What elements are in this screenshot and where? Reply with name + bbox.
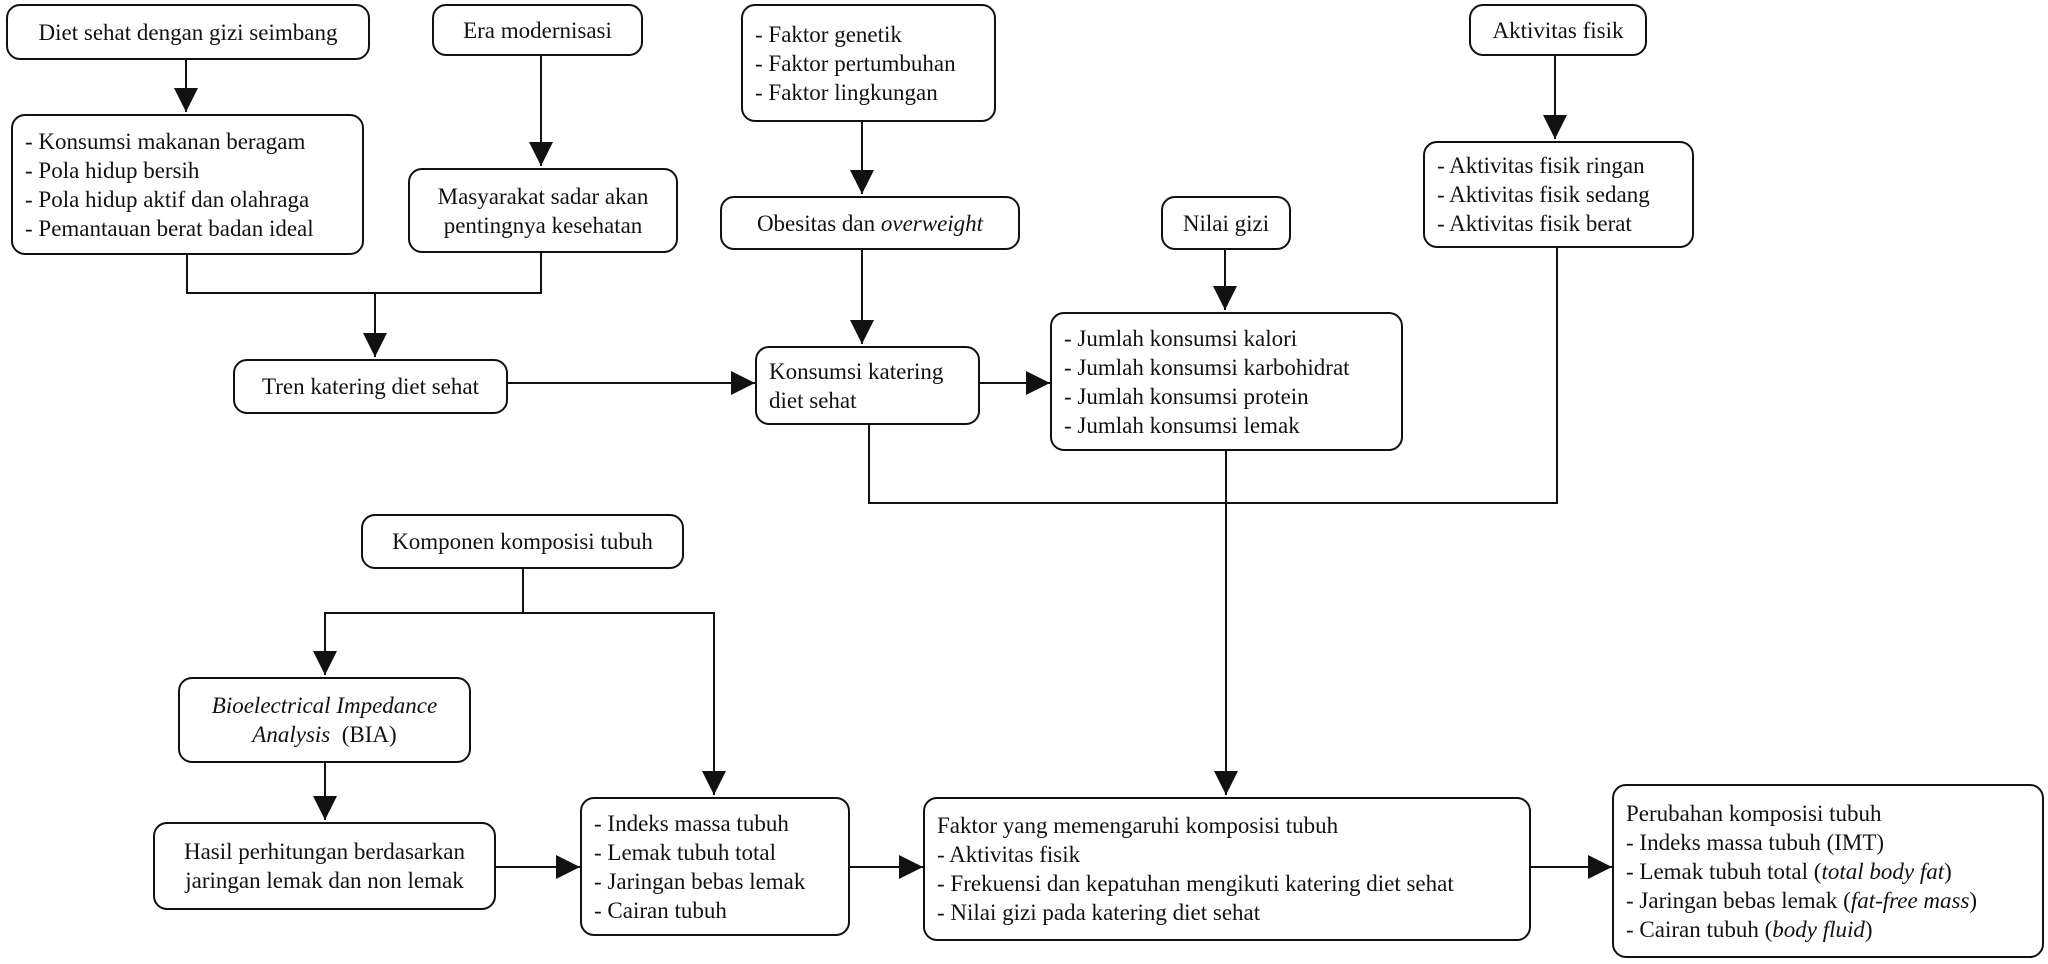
aktivitas-level-2: - Aktivitas fisik sedang: [1437, 182, 1650, 207]
nilai-gizi-label: Nilai gizi: [1182, 210, 1270, 236]
bia-line-1: Bioelectrical Impedance: [211, 693, 438, 718]
era-modernisasi-label: Era modernisasi: [463, 17, 612, 43]
box-aktivitas-fisik: Aktivitas fisik: [1469, 4, 1647, 56]
indeks-item-4: - Cairan tubuh: [594, 897, 727, 923]
hasil-line-1: Hasil perhitungan berdasarkan: [183, 839, 465, 864]
aktivitas-level-1: - Aktivitas fisik ringan: [1437, 153, 1645, 178]
jumlah-item-2: - Jumlah konsumsi karbohidrat: [1064, 354, 1350, 380]
box-nilai-gizi: Nilai gizi: [1161, 196, 1291, 250]
konsumsi-item-2: - Pola hidup bersih: [25, 157, 200, 183]
box-konsumsi-katering: Konsumsi katering diet sehat: [755, 346, 980, 425]
fat-free-mass-text: fat-free mass: [1850, 887, 1970, 913]
box-faktor-komposisi: Faktor yang memengaruhi komposisi tubuh …: [923, 797, 1531, 941]
katering-line-2: diet sehat: [769, 387, 857, 413]
box-perubahan-komposisi: Perubahan komposisi tubuh - Indeks massa…: [1612, 784, 2044, 958]
box-komponen-komposisi: Komponen komposisi tubuh: [361, 514, 684, 569]
box-tren-katering: Tren katering diet sehat: [233, 359, 508, 414]
box-jumlah-konsumsi: - Jumlah konsumsi kalori - Jumlah konsum…: [1050, 312, 1403, 451]
konsumsi-item-3: - Pola hidup aktif dan olahraga: [25, 186, 310, 212]
indeks-item-3: - Jaringan bebas lemak: [594, 868, 806, 894]
box-konsumsi-makanan: - Konsumsi makanan beragam - Pola hidup …: [11, 114, 364, 255]
indeks-item-1: - Indeks massa tubuh: [594, 810, 789, 836]
masyarakat-line-2: pentingnya kesehatan: [443, 212, 643, 238]
merge-katering-jumlah-aktivitas: [868, 248, 1558, 504]
jumlah-item-3: - Jumlah konsumsi protein: [1064, 383, 1309, 409]
bia-abbrev-text: (BIA): [330, 722, 397, 747]
diet-sehat-label: Diet sehat dengan gizi seimbang: [38, 19, 338, 45]
jumlah-item-1: - Jumlah konsumsi kalori: [1064, 325, 1298, 351]
faktor-komposisi-item-3: - Nilai gizi pada katering diet sehat: [937, 900, 1261, 925]
box-indeks-massa: - Indeks massa tubuh - Lemak tubuh total…: [580, 797, 850, 936]
obesitas-label: Obesitas dan overweight: [757, 209, 983, 238]
perubahan-item-3: - Jaringan bebas lemak (fat-free mass): [1626, 886, 2042, 915]
aktivitas-fisik-label: Aktivitas fisik: [1492, 17, 1624, 43]
arrow-komponen-to-bia: [313, 612, 523, 675]
katering-line-1: Konsumsi katering: [769, 358, 944, 384]
faktor-item-1: - Faktor genetik: [755, 21, 902, 47]
faktor-komposisi-item-1: - Aktivitas fisik: [937, 842, 1081, 867]
overweight-text: overweight: [880, 210, 984, 236]
perubahan-item-2-text: - Lemak tubuh total (: [1626, 858, 1822, 884]
perubahan-item-3-close: ): [1969, 887, 1978, 913]
faktor-item-2: - Faktor pertumbuhan: [755, 50, 956, 76]
konsumsi-item-4: - Pemantauan berat badan ideal: [25, 215, 314, 241]
komponen-komposisi-label: Komponen komposisi tubuh: [392, 529, 653, 554]
konsumsi-item-1: - Konsumsi makanan beragam: [25, 128, 306, 154]
box-faktor-genetik: - Faktor genetik - Faktor pertumbuhan - …: [741, 4, 996, 122]
box-diet-sehat: Diet sehat dengan gizi seimbang: [6, 4, 370, 60]
faktor-komposisi-item-2: - Frekuensi dan kepatuhan mengikuti kate…: [937, 871, 1454, 896]
total-body-fat-text: total body fat: [1821, 858, 1945, 884]
perubahan-item-3-text: - Jaringan bebas lemak (: [1626, 887, 1851, 913]
box-era-modernisasi: Era modernisasi: [432, 4, 643, 56]
indeks-item-2: - Lemak tubuh total: [594, 839, 777, 865]
obesitas-text: Obesitas dan: [756, 210, 881, 236]
aktivitas-level-3: - Aktivitas fisik berat: [1437, 211, 1632, 236]
bia-line-2: Analysis (BIA): [252, 720, 396, 749]
tren-katering-label: Tren katering diet sehat: [262, 374, 479, 399]
perubahan-item-4-close: ): [1864, 916, 1873, 942]
hasil-line-2: jaringan lemak dan non lemak: [185, 868, 464, 893]
perubahan-title: Perubahan komposisi tubuh: [1626, 800, 1882, 826]
faktor-item-3: - Faktor lingkungan: [755, 79, 938, 105]
box-bia: Bioelectrical Impedance Analysis (BIA): [178, 677, 471, 763]
body-fluid-text: body fluid: [1772, 916, 1865, 942]
merge-konsumsi-masyarakat: [186, 253, 542, 294]
perubahan-item-2: - Lemak tubuh total (total body fat): [1626, 857, 2042, 886]
box-obesitas: Obesitas dan overweight: [720, 196, 1020, 250]
masyarakat-line-1: Masyarakat sadar akan: [437, 183, 649, 209]
box-aktivitas-level: - Aktivitas fisik ringan - Aktivitas fis…: [1423, 141, 1694, 248]
jumlah-item-4: - Jumlah konsumsi lemak: [1064, 412, 1300, 438]
perubahan-item-4-text: - Cairan tubuh (: [1626, 916, 1773, 942]
perubahan-item-2-close: ): [1944, 858, 1952, 884]
box-masyarakat-sadar: Masyarakat sadar akan pentingnya kesehat…: [408, 168, 678, 253]
bia-analysis-text: Analysis: [252, 722, 331, 747]
arrow-komponen-to-indeks: [523, 612, 726, 795]
perubahan-item-1: - Indeks massa tubuh (IMT): [1626, 829, 1885, 855]
perubahan-item-4: - Cairan tubuh (body fluid): [1626, 915, 2042, 944]
faktor-komposisi-title: Faktor yang memengaruhi komposisi tubuh: [937, 813, 1339, 838]
box-hasil-perhitungan: Hasil perhitungan berdasarkan jaringan l…: [153, 822, 496, 910]
